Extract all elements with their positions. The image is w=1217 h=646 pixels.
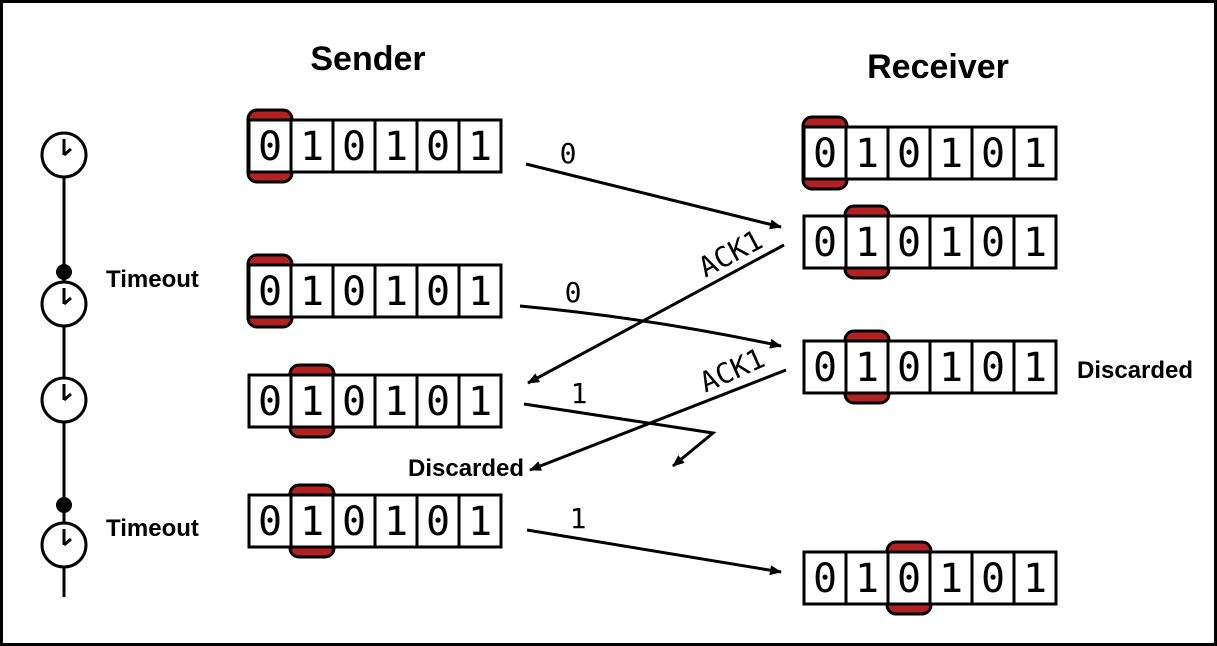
clock-icon — [40, 131, 88, 179]
ack-arrow — [527, 243, 785, 385]
clock-icon — [40, 280, 88, 328]
bit-cell: 1 — [384, 379, 408, 425]
bit-cell: 0 — [897, 220, 921, 266]
bit-cell: 1 — [300, 269, 324, 315]
bit-cell: 0 — [426, 269, 450, 315]
discarded-label-receiver: Discarded — [1077, 357, 1193, 384]
bit-cell: 1 — [939, 220, 963, 266]
bit-cell: 0 — [342, 499, 366, 545]
bit-cell: 0 — [426, 124, 450, 170]
data-label: 1 — [570, 502, 587, 535]
data-arrow — [519, 304, 782, 349]
bit-cell: 1 — [468, 124, 492, 170]
data-label: 0 — [565, 276, 582, 309]
bit-cell: 0 — [258, 124, 282, 170]
bit-cell: 0 — [258, 499, 282, 545]
bit-cell: 1 — [855, 220, 879, 266]
data-arrow — [526, 528, 782, 576]
bit-cell: 1 — [1023, 556, 1047, 602]
bit-cell: 0 — [342, 379, 366, 425]
bit-cell: 1 — [855, 131, 879, 177]
bit-cell: 1 — [300, 499, 324, 545]
clock-icon — [40, 521, 88, 569]
bit-cell: 1 — [855, 556, 879, 602]
bit-cell: 1 — [1023, 345, 1047, 391]
discarded-label-sender: Discarded — [408, 455, 524, 482]
bit-cell: 0 — [258, 269, 282, 315]
timeout-label: Timeout — [106, 266, 199, 293]
bit-cell: 0 — [813, 131, 837, 177]
bit-cell: 1 — [939, 131, 963, 177]
bit-cell: 0 — [981, 220, 1005, 266]
bit-cell: 0 — [258, 379, 282, 425]
data-label: 1 — [571, 377, 588, 410]
receiver-title: Receiver — [867, 48, 1009, 86]
bit-cell: 0 — [342, 269, 366, 315]
bit-cell: 1 — [1023, 131, 1047, 177]
bit-cell: 0 — [981, 345, 1005, 391]
bit-cell: 1 — [939, 556, 963, 602]
bit-cell: 1 — [939, 345, 963, 391]
bit-cell: 0 — [813, 220, 837, 266]
bit-cell: 1 — [468, 379, 492, 425]
bit-cell: 0 — [981, 131, 1005, 177]
bit-cell: 1 — [384, 124, 408, 170]
timeout-marker — [56, 264, 72, 280]
bit-cell: 1 — [1023, 220, 1047, 266]
sender-title: Sender — [310, 40, 425, 78]
bit-cell: 0 — [981, 556, 1005, 602]
bit-cell: 0 — [342, 124, 366, 170]
ack-arrow — [529, 368, 787, 472]
bit-cell: 1 — [384, 269, 408, 315]
bit-cell: 1 — [468, 269, 492, 315]
bit-cell: 1 — [300, 379, 324, 425]
bit-cell: 1 — [384, 499, 408, 545]
data-arrow — [525, 162, 782, 230]
bit-cell: 0 — [426, 379, 450, 425]
data-label: 0 — [560, 137, 577, 170]
bit-cell: 0 — [897, 345, 921, 391]
bit-cell: 1 — [468, 499, 492, 545]
bit-cell: 0 — [813, 556, 837, 602]
bit-cell: 0 — [897, 556, 921, 602]
timeout-label: Timeout — [106, 515, 199, 542]
bit-cell: 1 — [300, 124, 324, 170]
timeout-marker — [56, 497, 72, 513]
lost-data-arrow — [523, 402, 717, 468]
clock-icon — [40, 376, 88, 424]
bit-cell: 0 — [897, 131, 921, 177]
bit-cell: 0 — [813, 345, 837, 391]
bit-cell: 1 — [855, 345, 879, 391]
bit-cell: 0 — [426, 499, 450, 545]
